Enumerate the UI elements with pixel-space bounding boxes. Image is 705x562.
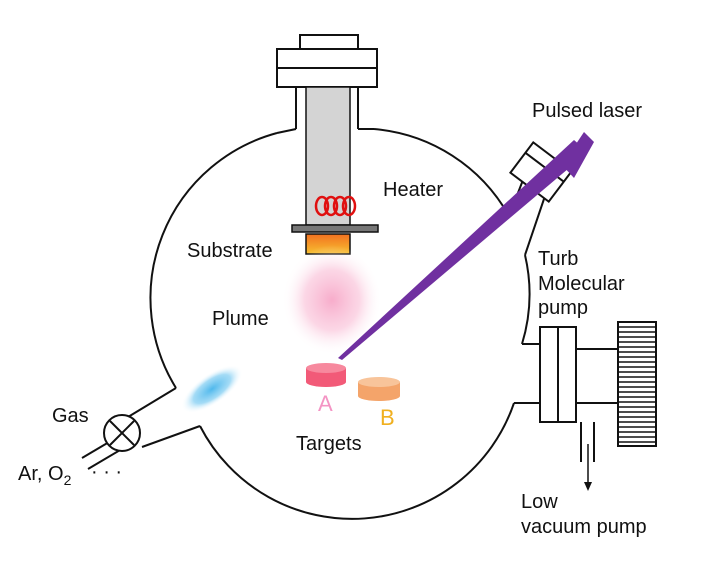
label-low-vacuum-line1: Low — [521, 491, 558, 513]
laser-beam — [338, 140, 588, 360]
plasma-plume — [282, 245, 382, 355]
heater-assembly — [276, 34, 378, 226]
label-substrate: Substrate — [187, 240, 273, 262]
label-target-a: A — [318, 391, 333, 416]
label-pulsed-laser: Pulsed laser — [532, 100, 642, 122]
heater-coil-icon — [314, 195, 357, 217]
label-turbo-line3: pump — [538, 297, 588, 319]
substrate-holder — [291, 224, 379, 233]
turbo-pump — [514, 321, 657, 491]
laser-beam-external — [562, 132, 594, 178]
gas-inlet — [81, 387, 201, 470]
label-low-vacuum-line2: vacuum pump — [521, 516, 647, 538]
heater-top-cap — [299, 34, 359, 50]
arrow-down-icon — [584, 482, 592, 491]
target-a — [306, 363, 346, 387]
label-turbo-line1: Turb — [538, 248, 578, 270]
label-gas: Gas — [52, 405, 89, 427]
label-targets: Targets — [296, 433, 362, 455]
gas-jet — [181, 364, 243, 414]
label-gas-ellipsis: · · · — [91, 461, 122, 483]
vacuum-chamber — [149, 128, 531, 520]
target-b — [358, 377, 400, 401]
label-target-b: B — [380, 405, 395, 430]
label-turbo-line2: Molecular — [538, 273, 625, 295]
label-plume: Plume — [212, 308, 269, 330]
label-heater: Heater — [383, 179, 443, 201]
label-gas-species: Ar, O2 — [18, 463, 72, 488]
